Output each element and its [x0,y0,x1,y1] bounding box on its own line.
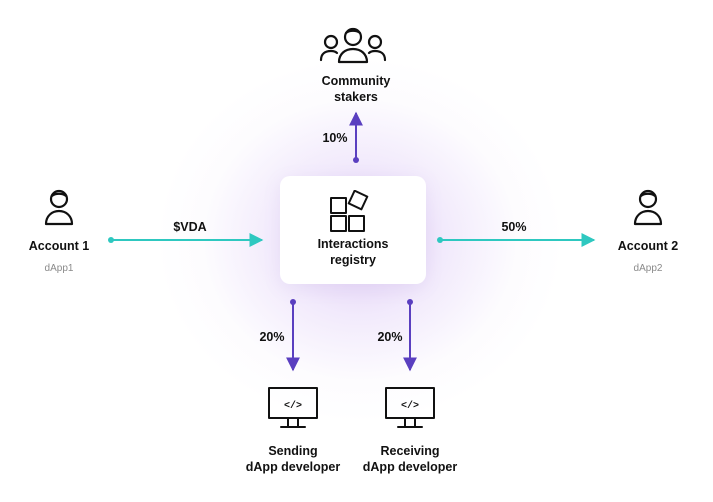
account1-label: Account 1 [28,239,90,253]
sending-label: Sending dApp developer [245,444,341,474]
interactions-registry: Interactions registry [280,176,426,284]
arrow-registry-to-sending [286,299,300,372]
arrow-registry-to-account2 [437,233,596,247]
receiving-code-glyph: </> [401,400,419,412]
monitor-code-icon: </> [385,387,435,428]
community-percent: 10% [322,131,348,145]
user-icon [44,189,74,226]
registry-blocks-icon [330,190,369,232]
arrow-registry-to-community [349,111,363,163]
receiving-percent: 20% [377,330,403,344]
community-stakers-label: Community stakers [321,74,391,104]
receiving-label: Receiving dApp developer [362,444,458,474]
account2-percent: 50% [501,220,527,234]
account2-sub: dApp2 [633,263,663,274]
registry-label: Interactions registry [317,237,389,267]
arrow-registry-to-receiving [403,299,417,372]
account1-sub: dApp1 [44,263,74,274]
token-label: $VDA [173,220,207,234]
sending-percent: 20% [259,330,285,344]
people-group-icon [319,27,387,64]
arrow-account1-to-registry [108,233,264,247]
user-icon [633,189,663,226]
monitor-code-icon: </> [268,387,318,428]
account2-label: Account 2 [617,239,679,253]
sending-code-glyph: </> [284,400,302,412]
